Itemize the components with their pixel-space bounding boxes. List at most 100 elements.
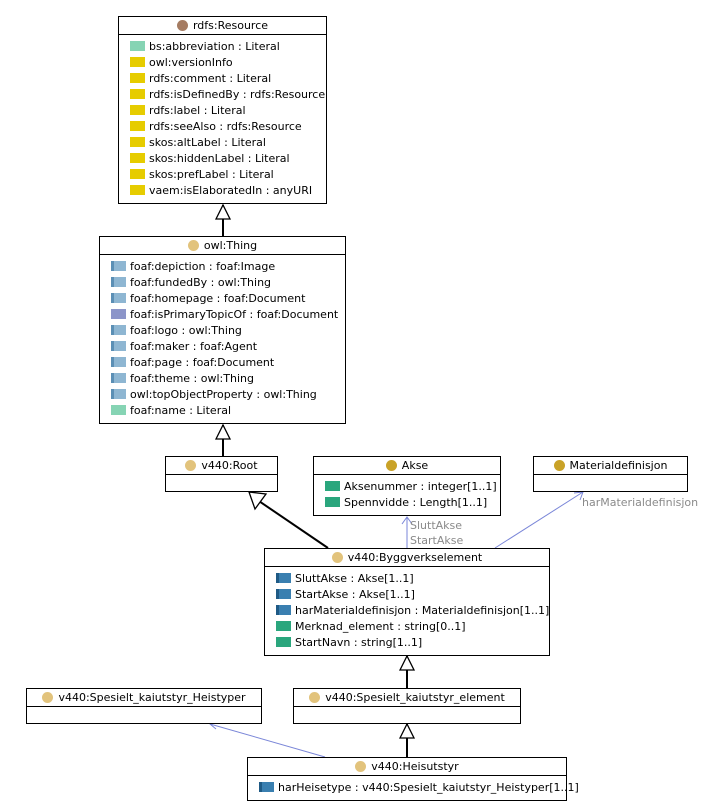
tan-circle-icon [355,761,367,772]
object-property-icon [111,389,126,399]
attribute-row[interactable]: StartNavn : string[1..1] [265,634,549,650]
generalization-arrowhead [214,203,232,220]
attribute-row[interactable]: Aksenummer : integer[1..1] [314,478,500,494]
class-v440-byggverkselement[interactable]: v440:Byggverkselement SluttAkse : Akse[1… [264,548,550,656]
class-name: v440:Heisutstyr [371,760,459,773]
tan-circle-icon [187,240,199,251]
attribute-row[interactable]: vaem:isElaboratedIn : anyURI [119,182,326,198]
class-v440-spesielt-kaiutstyr-heistyper[interactable]: v440:Spesielt_kaiutstyr_Heistyper [26,688,262,724]
annotation-property-icon [130,185,145,195]
annotation-literal-icon [130,41,145,51]
attribute-text: skos:prefLabel : Literal [149,167,274,181]
annotation-property-icon [130,57,145,67]
attribute-row[interactable]: skos:hiddenLabel : Literal [119,150,326,166]
attribute-row[interactable]: foaf:isPrimaryTopicOf : foaf:Document [100,306,345,322]
attribute-list: harHeisetype : v440:Spesielt_kaiutstyr_H… [248,776,579,797]
attribute-row[interactable]: skos:prefLabel : Literal [119,166,326,182]
association-arrowhead [401,516,413,525]
attribute-row[interactable]: foaf:depiction : foaf:Image [100,258,345,274]
attribute-row[interactable]: harHeisetype : v440:Spesielt_kaiutstyr_H… [248,779,579,795]
tan-circle-icon [185,460,197,471]
attribute-row[interactable]: rdfs:comment : Literal [119,70,326,86]
attribute-row[interactable]: Merknad_element : string[0..1] [265,618,549,634]
attribute-text: foaf:fundedBy : owl:Thing [130,275,272,289]
attribute-text: bs:abbreviation : Literal [149,39,280,53]
attribute-text: foaf:maker : foaf:Agent [130,339,258,353]
attribute-text: foaf:page : foaf:Document [130,355,275,369]
attribute-row[interactable]: owl:versionInfo [119,54,326,70]
class-name: v440:Byggverkselement [347,551,483,564]
class-name: owl:Thing [203,239,258,252]
class-akse[interactable]: Akse Aksenummer : integer[1..1]Spennvidd… [313,456,501,516]
attribute-text: rdfs:seeAlso : rdfs:Resource [149,119,302,133]
attribute-row[interactable]: SluttAkse : Akse[1..1] [265,570,549,586]
attribute-text: skos:hiddenLabel : Literal [149,151,290,165]
attribute-row[interactable]: StartAkse : Akse[1..1] [265,586,549,602]
edge-label-slutt-akse: SluttAkse [410,519,463,532]
attribute-text: harHeisetype : v440:Spesielt_kaiutstyr_H… [278,780,579,794]
generalization-byggverk-root [252,496,329,549]
attribute-row[interactable]: Spennvidde : Length[1..1] [314,494,500,510]
object-property-icon [259,782,274,792]
object-property-icon [276,573,291,583]
attribute-list: foaf:depiction : foaf:Image foaf:fundedBy… [100,255,345,420]
class-v440-root[interactable]: v440:Root [165,456,278,492]
class-v440-spesielt-kaiutstyr-element[interactable]: v440:Spesielt_kaiutstyr_element [293,688,521,724]
attribute-row[interactable]: bs:abbreviation : Literal [119,38,326,54]
gold-circle-icon [385,460,397,471]
attribute-row[interactable]: skos:altLabel : Literal [119,134,326,150]
attribute-row[interactable]: foaf:page : foaf:Document [100,354,345,370]
attribute-row[interactable]: harMaterialdefinisjon : Materialdefinisj… [265,602,549,618]
gold-circle-icon [553,460,565,471]
attribute-text: StartNavn : string[1..1] [295,635,423,649]
attribute-row[interactable]: rdfs:label : Literal [119,102,326,118]
annotation-property-icon [130,121,145,131]
attribute-row[interactable]: owl:topObjectProperty : owl:Thing [100,386,345,402]
object-property-icon [111,261,126,271]
class-header: Materialdefinisjon [534,457,687,475]
annotation-property-icon [130,169,145,179]
attribute-row[interactable]: foaf:theme : owl:Thing [100,370,345,386]
class-header: v440:Heisutstyr [248,758,566,776]
attribute-text: foaf:depiction : foaf:Image [130,259,276,273]
attribute-row[interactable]: rdfs:seeAlso : rdfs:Resource [119,118,326,134]
association-materialdef [494,491,584,549]
annotation-property-icon [130,105,145,115]
brown-circle-icon [176,20,188,31]
attribute-text: foaf:homepage : foaf:Document [130,291,306,305]
attribute-row[interactable]: foaf:maker : foaf:Agent [100,338,345,354]
datatype-property-icon [276,637,291,647]
datatype-property-icon [325,497,340,507]
class-name: rdfs:Resource [192,19,269,32]
datatype-property-icon [276,621,291,631]
attribute-row[interactable]: foaf:name : Literal [100,402,345,418]
attribute-text: foaf:isPrimaryTopicOf : foaf:Document [130,307,339,321]
edge-label-har-materialdefinisjon: harMaterialdefinisjon [582,496,699,509]
class-header: Akse [314,457,500,475]
generalization-arrowhead [248,491,268,511]
edge-label-start-akse: StartAkse [410,534,464,547]
attribute-text: Aksenummer : integer[1..1] [344,479,497,493]
object-property-icon [111,357,126,367]
attribute-row[interactable]: rdfs:isDefinedBy : rdfs:Resource [119,86,326,102]
class-materialdefinisjon[interactable]: Materialdefinisjon [533,456,688,492]
attribute-text: Merknad_element : string[0..1] [295,619,466,633]
object-property-icon [111,277,126,287]
generalization-arrowhead [398,722,416,739]
annotation-property-icon [130,73,145,83]
attribute-list: SluttAkse : Akse[1..1]StartAkse : Akse[1… [265,567,549,652]
tan-circle-icon [42,692,54,703]
attribute-text: harMaterialdefinisjon : Materialdefinisj… [295,603,550,617]
inverse-property-icon [111,309,126,319]
attribute-row[interactable]: foaf:homepage : foaf:Document [100,290,345,306]
attribute-row[interactable]: foaf:fundedBy : owl:Thing [100,274,345,290]
class-name: v440:Root [201,459,258,472]
attribute-row[interactable]: foaf:logo : owl:Thing [100,322,345,338]
generalization-arrowhead [398,654,416,671]
class-header: v440:Root [166,457,277,475]
attribute-text: rdfs:comment : Literal [149,71,272,85]
class-v440-heisutstyr[interactable]: v440:Heisutstyr harHeisetype : v440:Spes… [247,757,579,801]
